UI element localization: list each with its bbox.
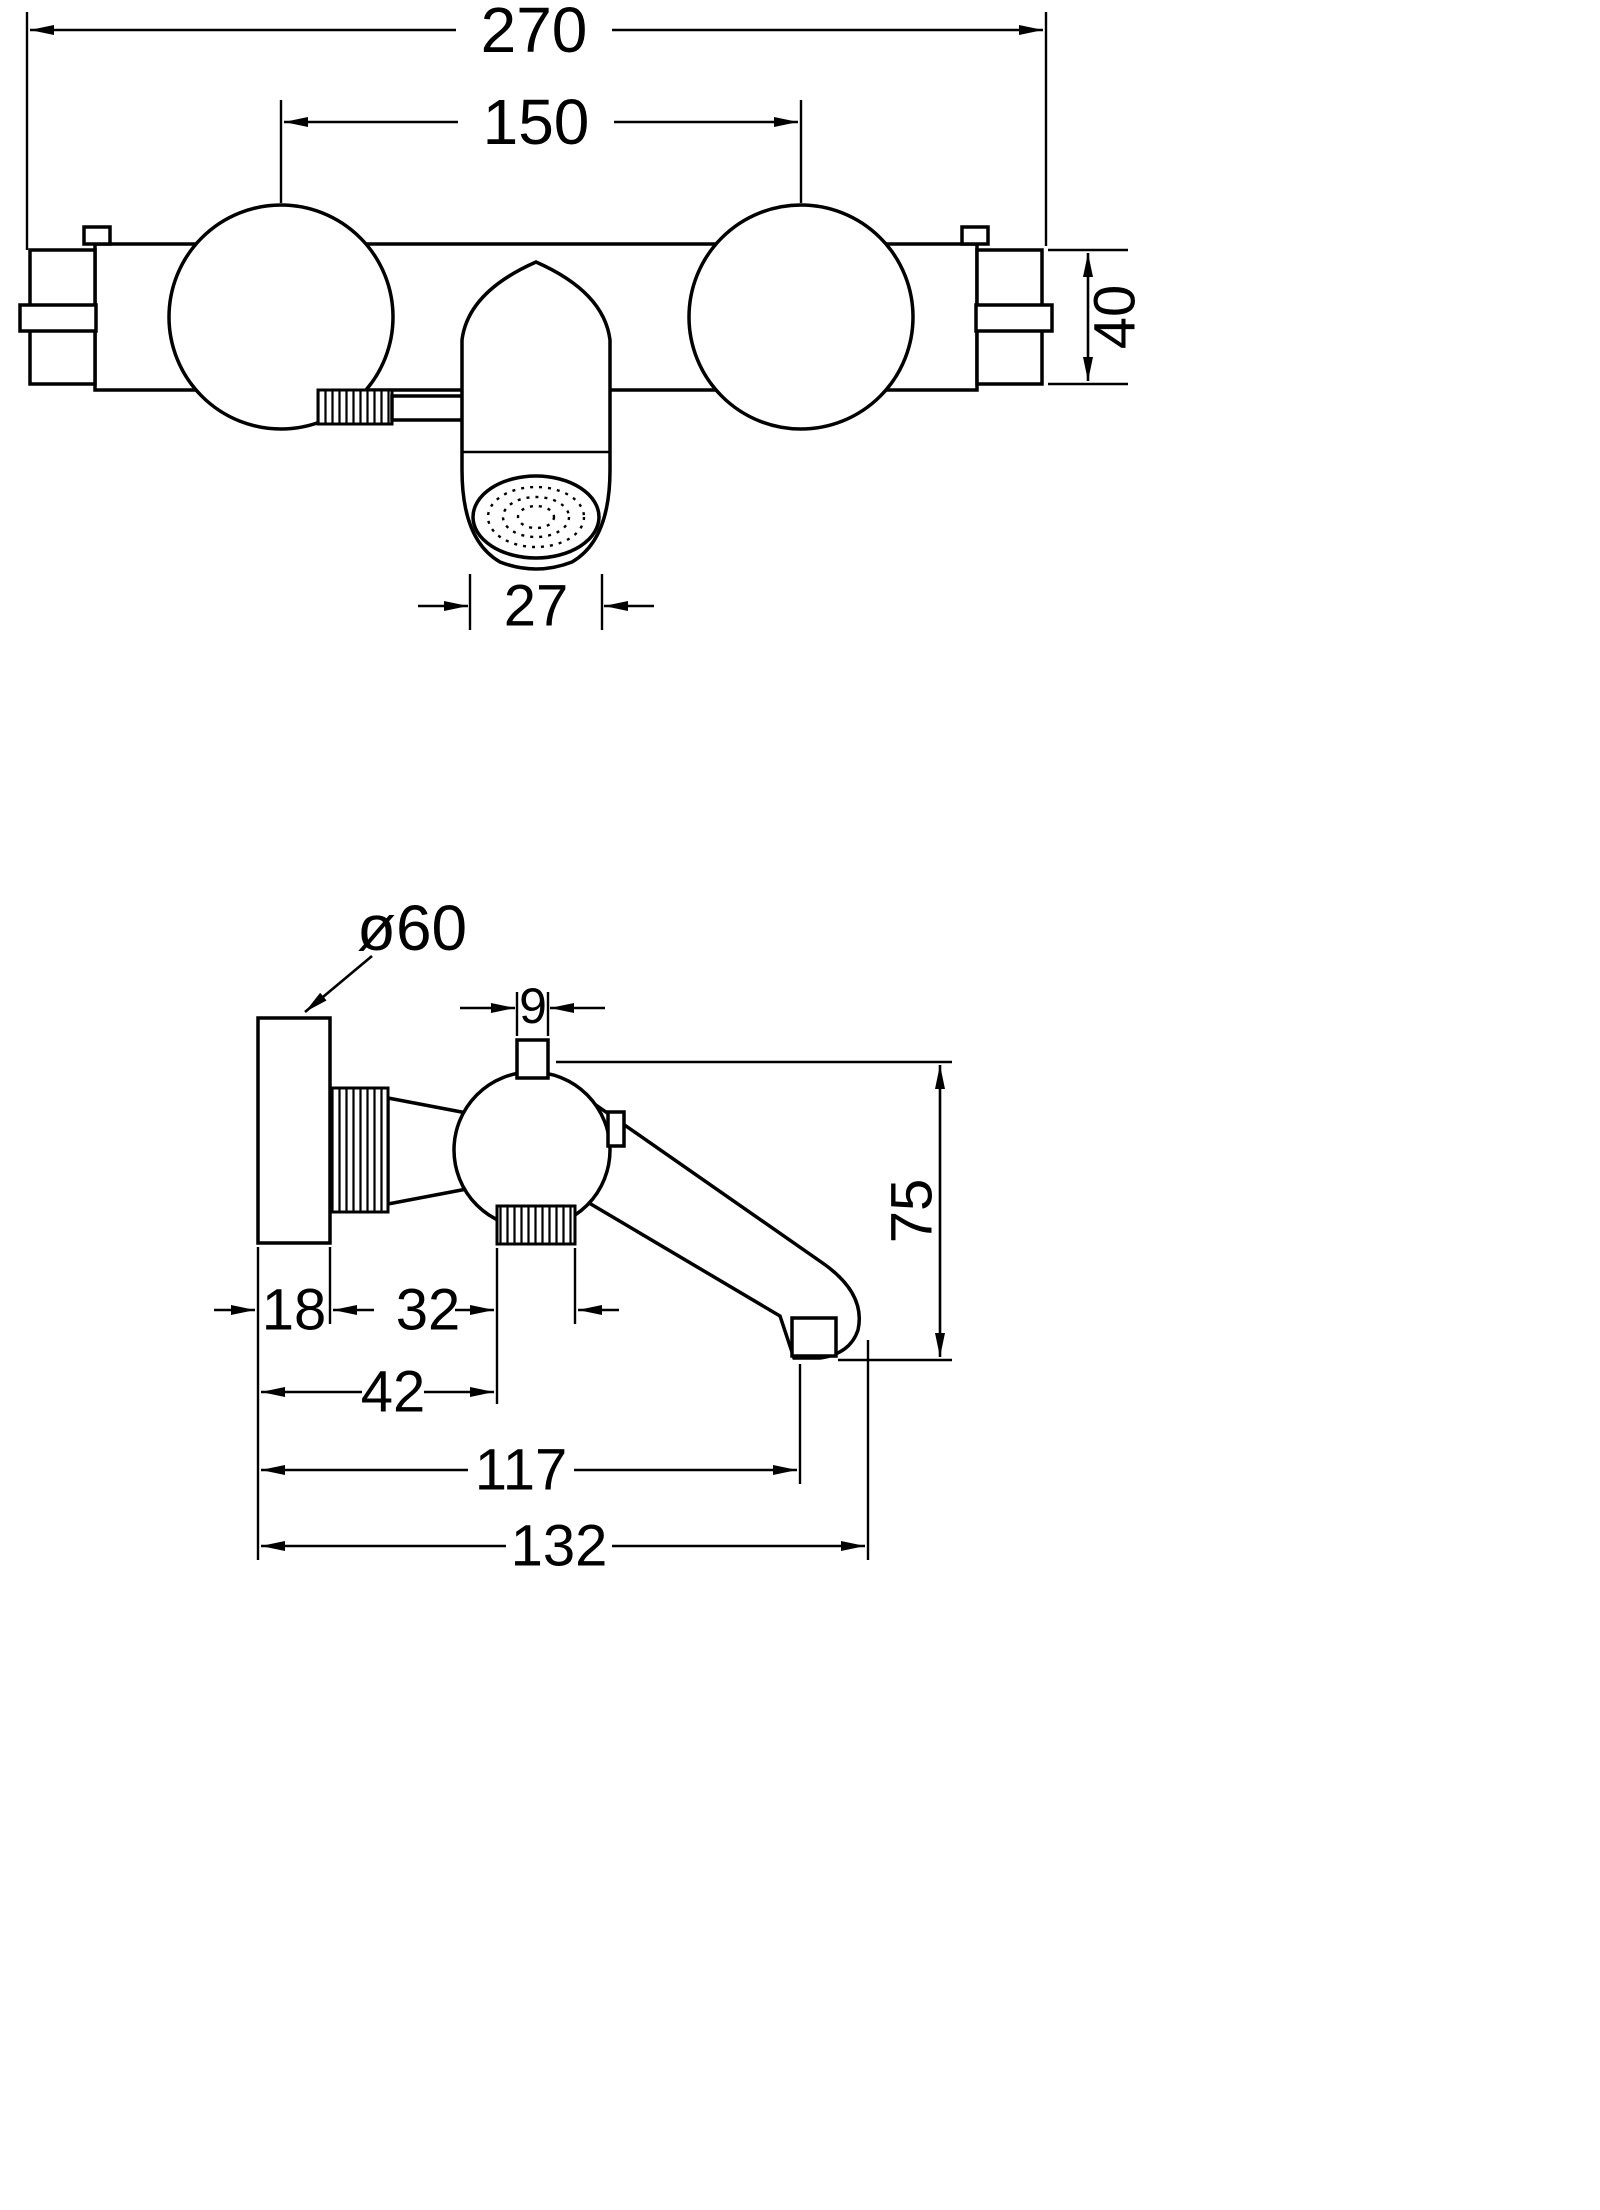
aerator-face xyxy=(471,474,601,560)
dim-117-label: 117 xyxy=(475,1438,567,1503)
dim-75-label: 75 xyxy=(880,1179,945,1244)
left-handle xyxy=(18,303,98,333)
left-knob-circle xyxy=(167,203,395,431)
dim-32-label: 32 xyxy=(396,1278,461,1343)
top-stub xyxy=(515,1038,550,1080)
dim-27-label: 27 xyxy=(504,574,569,639)
spout-outlet xyxy=(790,1316,838,1358)
front-view: 270 150 40 27 xyxy=(18,0,1148,639)
side-view: ø60 9 75 18 32 42 117 xyxy=(214,892,952,1579)
wall-flange xyxy=(256,1016,332,1245)
dim-d60-label: ø60 xyxy=(357,892,467,964)
right-top-tab xyxy=(960,225,990,246)
aerator-ring-3 xyxy=(516,504,556,530)
leader-d60 xyxy=(304,955,373,1013)
dim-270-label: 270 xyxy=(481,0,588,66)
side-threaded-stub xyxy=(495,1204,577,1246)
right-knob-circle xyxy=(687,203,915,431)
dim-40-label: 40 xyxy=(1083,285,1148,350)
front-threaded-stub xyxy=(316,388,394,426)
dim-150-label: 150 xyxy=(483,86,590,158)
dim-132-label: 132 xyxy=(511,1514,608,1579)
dim-42-label: 42 xyxy=(361,1360,426,1425)
front-stub-connector xyxy=(390,394,466,422)
aerator-ring-1 xyxy=(486,485,586,549)
wall-thread-block xyxy=(328,1086,390,1214)
right-handle xyxy=(974,303,1054,333)
right-tab xyxy=(606,1110,626,1148)
spout-side xyxy=(557,1076,861,1360)
dim-18-label: 18 xyxy=(262,1278,327,1343)
aerator-ring-2 xyxy=(501,495,571,539)
dim-9-label: 9 xyxy=(519,978,547,1034)
left-top-tab xyxy=(82,225,112,246)
